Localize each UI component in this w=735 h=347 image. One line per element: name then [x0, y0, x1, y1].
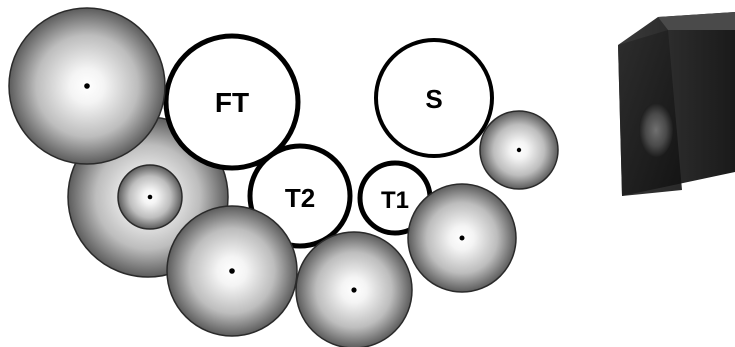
drum-snare: S [376, 40, 492, 156]
cymbal [118, 165, 182, 229]
cymbal [9, 8, 165, 164]
cymbal [167, 206, 297, 336]
drum-label: T2 [285, 183, 315, 213]
drum-label: FT [215, 87, 249, 118]
drum-label: T1 [381, 187, 409, 214]
cymbal [408, 184, 516, 292]
drum-label: S [425, 84, 442, 114]
cymbal [296, 232, 412, 347]
speaker-cone-icon [639, 103, 673, 157]
speaker-cabinet-icon [618, 12, 735, 196]
cymbal [480, 111, 558, 189]
drum-floor-tom: FT [166, 36, 298, 168]
